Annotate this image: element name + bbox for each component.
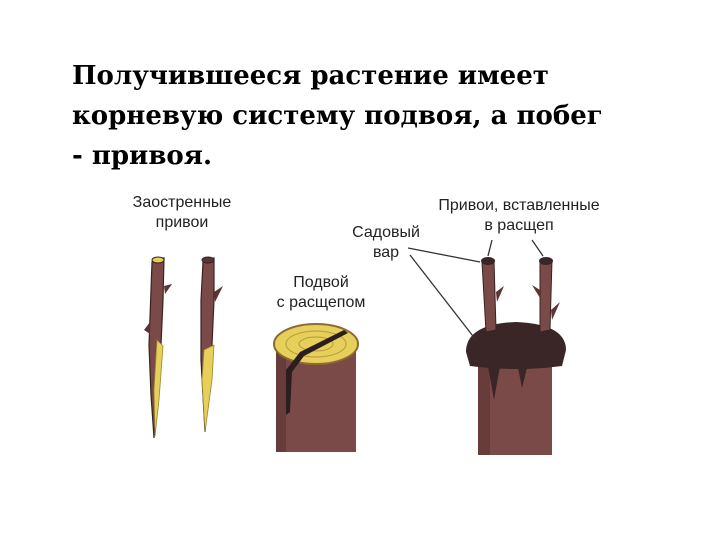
rootstock-with-split: [274, 324, 358, 452]
scion-right: [201, 257, 223, 432]
scion-left: [144, 257, 172, 438]
grafted-stock: [466, 257, 566, 455]
